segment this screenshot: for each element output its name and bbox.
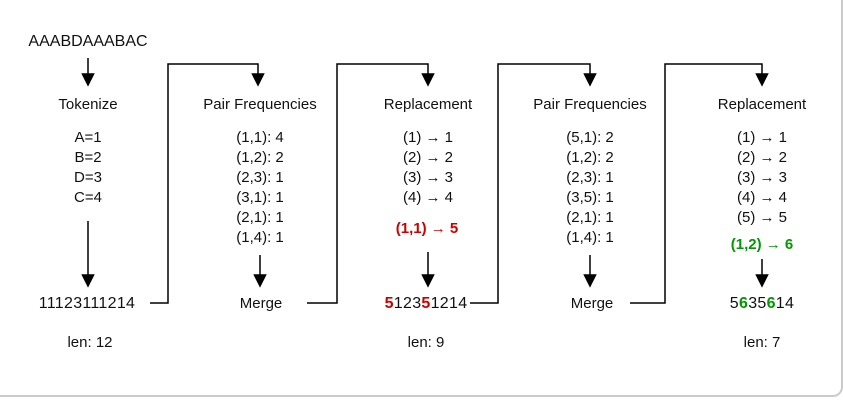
token-text: 123 xyxy=(393,295,422,312)
merged-sequence-1: 512351214 xyxy=(385,295,468,312)
replacement-rule-row: (3) → 3 xyxy=(736,169,788,186)
merged-token: 6 xyxy=(766,295,776,312)
replacement-rule-list-1: (1) → 1 (2) → 2 (3) → 3 (4) → 4 xyxy=(403,128,453,208)
pair-frequency-row: (1,2): 2 xyxy=(566,149,614,166)
pair-frequency-row: (3,5): 1 xyxy=(566,189,614,206)
token-text: 5 xyxy=(729,295,739,312)
replacement-rule-row: (4) → 4 xyxy=(736,189,788,206)
replacement-rule-row: (5) → 5 xyxy=(736,209,788,226)
token-mapping-list: A=1 B=2 D=3 C=4 xyxy=(74,128,102,208)
token-mapping-row: A=1 xyxy=(74,129,102,146)
replacement-rule-row: (1) → 1 xyxy=(402,129,454,146)
merged-token: 5 xyxy=(384,295,394,312)
input-string: AAABDAAABAC xyxy=(28,33,148,50)
pair-frequency-row: (1,4): 1 xyxy=(236,229,284,246)
pair-frequency-row: (3,1): 1 xyxy=(236,189,284,206)
new-merge-rule-1: (1,1) → 5 xyxy=(395,220,459,237)
length-label-3: len: 7 xyxy=(743,334,781,351)
token-mapping-row: C=4 xyxy=(74,189,102,206)
stage-title-pair-frequencies-1: Pair Frequencies xyxy=(203,96,317,113)
pair-frequency-row: (2,1): 1 xyxy=(236,209,284,226)
stage-title-pair-frequencies-2: Pair Frequencies xyxy=(533,96,647,113)
pair-frequency-row: (1,4): 1 xyxy=(566,229,614,246)
length-label-2: len: 9 xyxy=(407,334,445,351)
pair-frequency-row: (5,1): 2 xyxy=(566,129,614,146)
token-mapping-row: D=3 xyxy=(74,169,102,186)
pair-frequency-row: (1,2): 2 xyxy=(236,149,284,166)
replacement-rule-row: (2) → 2 xyxy=(402,149,454,166)
token-text: 35 xyxy=(748,295,767,312)
replacement-rule-row: (2) → 2 xyxy=(736,149,788,166)
pair-frequency-row: (2,3): 1 xyxy=(566,169,614,186)
replacement-rule-row: (1) → 1 xyxy=(736,129,788,146)
stage-title-tokenize: Tokenize xyxy=(58,96,118,113)
pair-frequency-row: (2,3): 1 xyxy=(236,169,284,186)
merged-token: 5 xyxy=(421,295,431,312)
pair-frequency-list-2: (5,1): 2 (1,2): 2 (2,3): 1 (3,5): 1 (2,1… xyxy=(566,128,614,248)
merged-sequence-2: 5635614 xyxy=(730,295,794,312)
stage-title-replacement-2: Replacement xyxy=(717,96,807,113)
token-mapping-row: B=2 xyxy=(74,149,102,166)
tokenized-sequence: 11123111214 xyxy=(38,295,136,312)
replacement-rule-row: (3) → 3 xyxy=(402,169,454,186)
token-text: 1214 xyxy=(430,295,468,312)
merged-token: 6 xyxy=(738,295,749,312)
merge-label-2: Merge xyxy=(570,295,614,312)
replacement-rule-row: (4) → 4 xyxy=(402,189,454,206)
pair-frequency-row: (2,1): 1 xyxy=(566,209,614,226)
pair-frequency-row: (1,1): 4 xyxy=(236,129,284,146)
stage-title-replacement-1: Replacement xyxy=(383,96,473,113)
new-merge-rule-2: (1,2) → 6 xyxy=(730,236,794,253)
token-text: 14 xyxy=(775,295,795,312)
merge-label-1: Merge xyxy=(239,295,283,312)
pair-frequency-list-1: (1,1): 4 (1,2): 2 (2,3): 1 (3,1): 1 (2,1… xyxy=(236,128,284,248)
replacement-rule-list-2: (1) → 1 (2) → 2 (3) → 3 (4) → 4 (5) → 5 xyxy=(737,128,787,228)
length-label-1: len: 12 xyxy=(67,334,113,351)
